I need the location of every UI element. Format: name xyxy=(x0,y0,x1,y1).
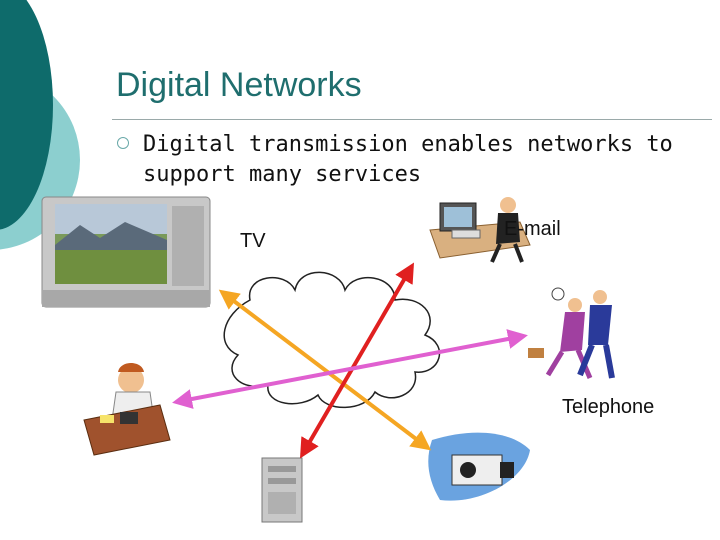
phone-to-telephone-arrow xyxy=(172,329,528,409)
server-tower-icon xyxy=(261,457,303,523)
label-email: E-mail xyxy=(504,218,561,240)
decor-circle-dark xyxy=(0,0,53,230)
title-divider xyxy=(112,119,712,120)
computer-user-icon xyxy=(429,197,531,263)
slide-title: Digital Networks xyxy=(116,66,362,104)
video-camera-icon xyxy=(428,432,530,501)
label-tv: TV xyxy=(240,230,266,252)
tv-set-icon xyxy=(41,196,211,308)
bullet-text: Digital transmission enables networks to… xyxy=(143,132,673,187)
phone-caller-icon xyxy=(83,363,171,456)
bullet-circle-icon xyxy=(117,137,129,149)
running-people-icon xyxy=(528,287,615,379)
label-telephone: Telephone xyxy=(562,396,655,418)
